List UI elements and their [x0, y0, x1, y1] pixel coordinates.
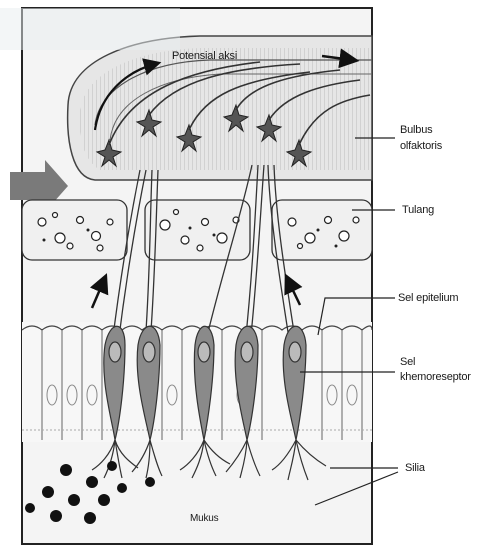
- label-cilia: Silia: [405, 462, 425, 475]
- label-chemoreceptor-line1: Sel: [400, 356, 415, 369]
- bone-layer: [22, 200, 372, 260]
- label-mucus: Mukus: [190, 512, 218, 525]
- label-epithelial-cell: Sel epitelium: [398, 292, 458, 305]
- label-bone: Tulang: [402, 204, 434, 217]
- label-olfactory-bulb-line2: olfaktoris: [400, 140, 442, 153]
- watermark-band: [0, 8, 180, 50]
- label-chemoreceptor-line2: khemoreseptor: [400, 371, 471, 384]
- label-action-potential: Potensial aksi: [172, 50, 237, 63]
- label-olfactory-bulb-line1: Bulbus: [400, 124, 432, 137]
